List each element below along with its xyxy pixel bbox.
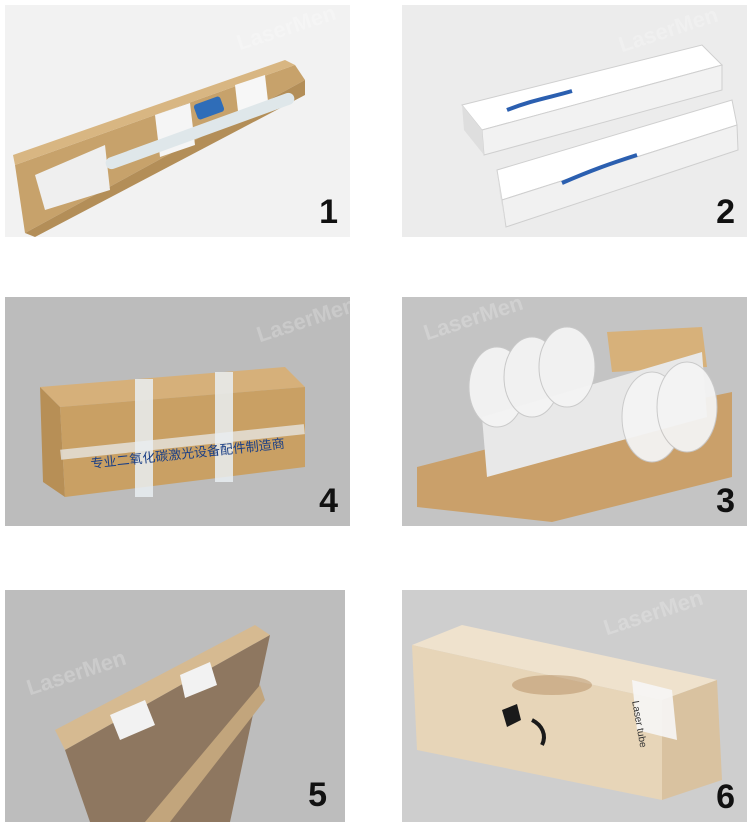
step-number-6: 6	[716, 778, 735, 816]
photo-panel-6: Laser tube LaserMen 6	[402, 590, 747, 822]
photo-panel-3: LaserMen 3	[402, 297, 747, 526]
carton-corner-protectors-photo	[5, 590, 345, 822]
photo-panel-4: 专业二氧化碳激光设备配件制造商 LaserMen 4	[5, 297, 350, 526]
white-boxes-photo	[402, 5, 747, 237]
step-number-3: 3	[716, 482, 735, 520]
wooden-crate-photo	[402, 590, 747, 822]
step-number-2: 2	[716, 193, 735, 231]
step-number-4: 4	[319, 482, 338, 520]
photo-panel-1: LaserMen 1	[5, 5, 350, 237]
open-box-photo	[5, 5, 350, 237]
step-number-1: 1	[319, 193, 338, 231]
photo-panel-5: LaserMen 5	[5, 590, 345, 822]
air-column-packing-photo	[402, 297, 747, 526]
brown-carton-photo	[5, 297, 350, 526]
photo-panel-2: LaserMen 2	[402, 5, 747, 237]
step-number-5: 5	[308, 776, 327, 814]
